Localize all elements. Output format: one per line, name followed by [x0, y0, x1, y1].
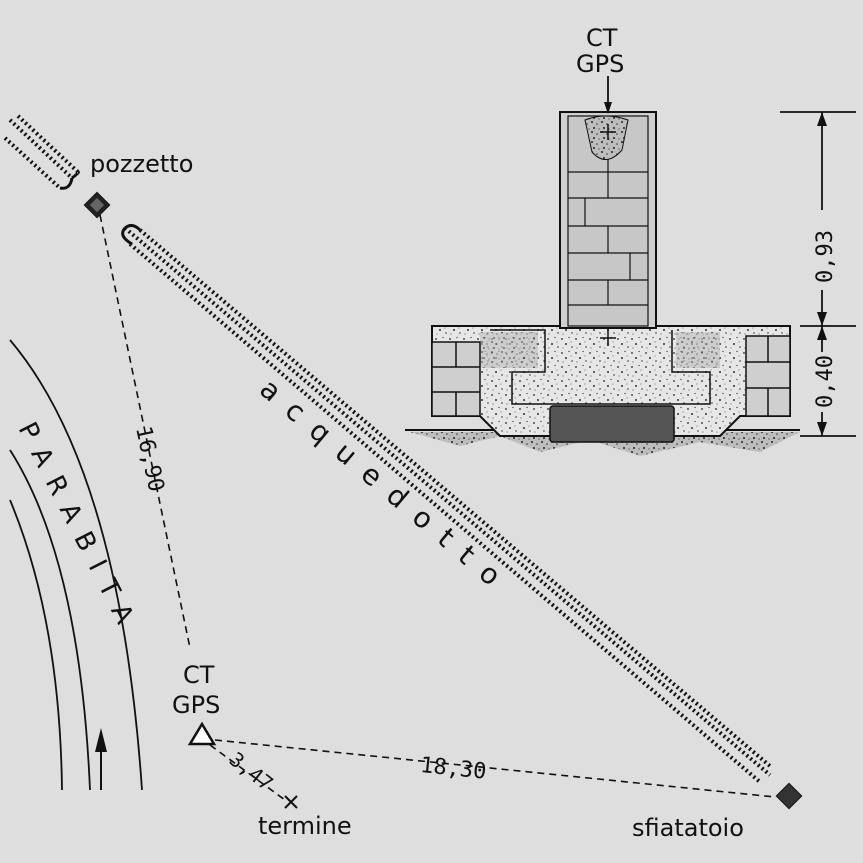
base-brick-left [431, 341, 481, 417]
pillar-elevation [405, 76, 800, 456]
station-triangle-icon [187, 721, 217, 746]
road-arrow-icon [95, 728, 107, 790]
sfiatatoio-label: sfiatatoio [632, 814, 744, 842]
road-name: PARABITA [12, 418, 146, 642]
pillar-cap-mortar [584, 115, 629, 160]
base-brick-right [745, 335, 791, 417]
dim-base-height: 0,40 [813, 355, 838, 408]
centre-mark-icon [600, 124, 616, 346]
road-edges [9, 339, 143, 791]
survey-lines [99, 214, 776, 801]
dim-pillar-height: 0,93 [813, 230, 838, 283]
termine-label: termine [258, 812, 352, 840]
pozzetto-marker-icon [83, 191, 111, 219]
termine-cross-icon [284, 795, 298, 809]
pillar-ct-label: CT [586, 24, 618, 52]
pillar-gps-label: GPS [576, 50, 624, 78]
station-ct-label: CT [183, 661, 215, 689]
aqueduct-pipe [121, 223, 772, 784]
station-gps-label: GPS [172, 691, 220, 719]
aqueduct-pipe-upper-segment [3, 114, 80, 190]
dim-pozzetto-station: 16,90 [130, 424, 168, 494]
pointer-arrow-icon [604, 102, 612, 114]
pozzetto-label: pozzetto [90, 150, 193, 178]
footing-block [549, 405, 675, 443]
sfiatatoio-marker-icon [775, 782, 803, 810]
vertical-dimension [780, 111, 856, 437]
dim-station-sfiatatoio: 18,30 [419, 753, 487, 785]
